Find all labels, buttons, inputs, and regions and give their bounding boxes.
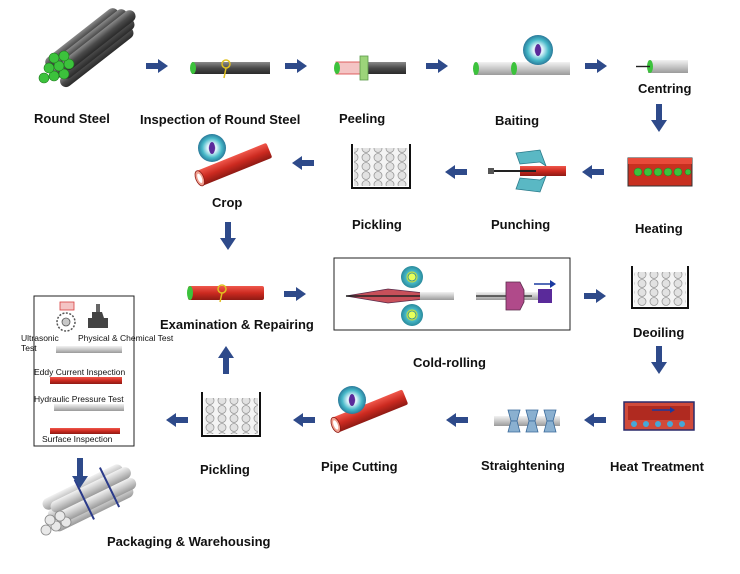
flow-arrow — [584, 413, 606, 427]
flow-arrow — [445, 165, 467, 179]
step-label-punching: Punching — [491, 217, 551, 232]
test-label-ultrasonic: Ultrasonic Test — [21, 333, 59, 353]
step-label-examination: Examination & Repairing — [160, 317, 314, 332]
flow-arrow — [72, 458, 88, 488]
packaging-bundle-icon — [40, 464, 137, 536]
step-label-centring: Centring — [638, 81, 692, 96]
inspection-tests-box — [33, 295, 135, 447]
flow-arrow — [651, 346, 667, 374]
flow-arrow — [585, 59, 607, 73]
flow-arrow — [285, 59, 307, 73]
pickling-tank-icon — [351, 144, 411, 189]
flow-arrows — [72, 59, 667, 488]
crop-saw-icon — [194, 134, 272, 187]
test-label-hydraulic: Hydraulic Pressure Test — [34, 394, 124, 404]
flow-arrow — [146, 59, 168, 73]
test-label-surface: Surface Inspection — [42, 434, 113, 444]
deoiling-tank-icon — [631, 266, 689, 309]
step-label-straightening: Straightening — [481, 458, 565, 473]
pipe-cutting-saw-icon — [330, 386, 408, 433]
flow-arrow — [166, 413, 188, 427]
centring-bar-icon — [636, 60, 688, 73]
flow-arrow — [426, 59, 448, 73]
step-label-pipe-cutting: Pipe Cutting — [321, 459, 398, 474]
cold-rolling-box — [333, 257, 571, 331]
step-label-crop: Crop — [212, 195, 243, 210]
straightening-rollers-icon — [494, 409, 560, 433]
baiting-saw-icon — [473, 35, 570, 75]
flow-arrow — [220, 222, 236, 250]
peeling-bar-icon — [334, 55, 406, 81]
step-label-deoiling: Deoiling — [633, 325, 685, 340]
step-label-pickling: Pickling — [200, 462, 250, 477]
flow-arrow — [218, 346, 234, 374]
step-label-heat-treatment: Heat Treatment — [610, 459, 704, 474]
heat-treatment-furnace-icon — [623, 401, 695, 431]
test-label-physical-chemical: Physical & Chemical Test — [78, 333, 174, 343]
examination-pipe-icon — [187, 284, 264, 303]
flow-arrow — [284, 287, 306, 301]
step-label-packaging: Packaging & Warehousing — [107, 534, 271, 549]
flow-arrow — [582, 165, 604, 179]
step-label-round-steel: Round Steel — [34, 111, 110, 126]
step-label-heating: Heating — [635, 221, 683, 236]
step-label-inspection: Inspection of Round Steel — [140, 112, 301, 127]
heating-furnace-icon — [627, 157, 693, 187]
step-label-cold-rolling: Cold-rolling — [413, 355, 486, 370]
punching-die-icon — [488, 149, 566, 193]
step-label-peeling: Peeling — [339, 111, 386, 126]
flow-arrow — [293, 413, 315, 427]
inspection-bar-icon — [190, 59, 270, 79]
test-label-eddy-current: Eddy Current Inspection — [34, 367, 126, 377]
step-label-pickling: Pickling — [352, 217, 402, 232]
flow-arrow — [584, 289, 606, 303]
flow-arrow — [446, 413, 468, 427]
flow-arrow — [292, 156, 314, 170]
step-label-baiting: Baiting — [495, 113, 540, 128]
pickling-tank-icon — [201, 392, 261, 437]
round-steel-bundle-icon — [38, 8, 136, 88]
flow-arrow — [651, 104, 667, 132]
